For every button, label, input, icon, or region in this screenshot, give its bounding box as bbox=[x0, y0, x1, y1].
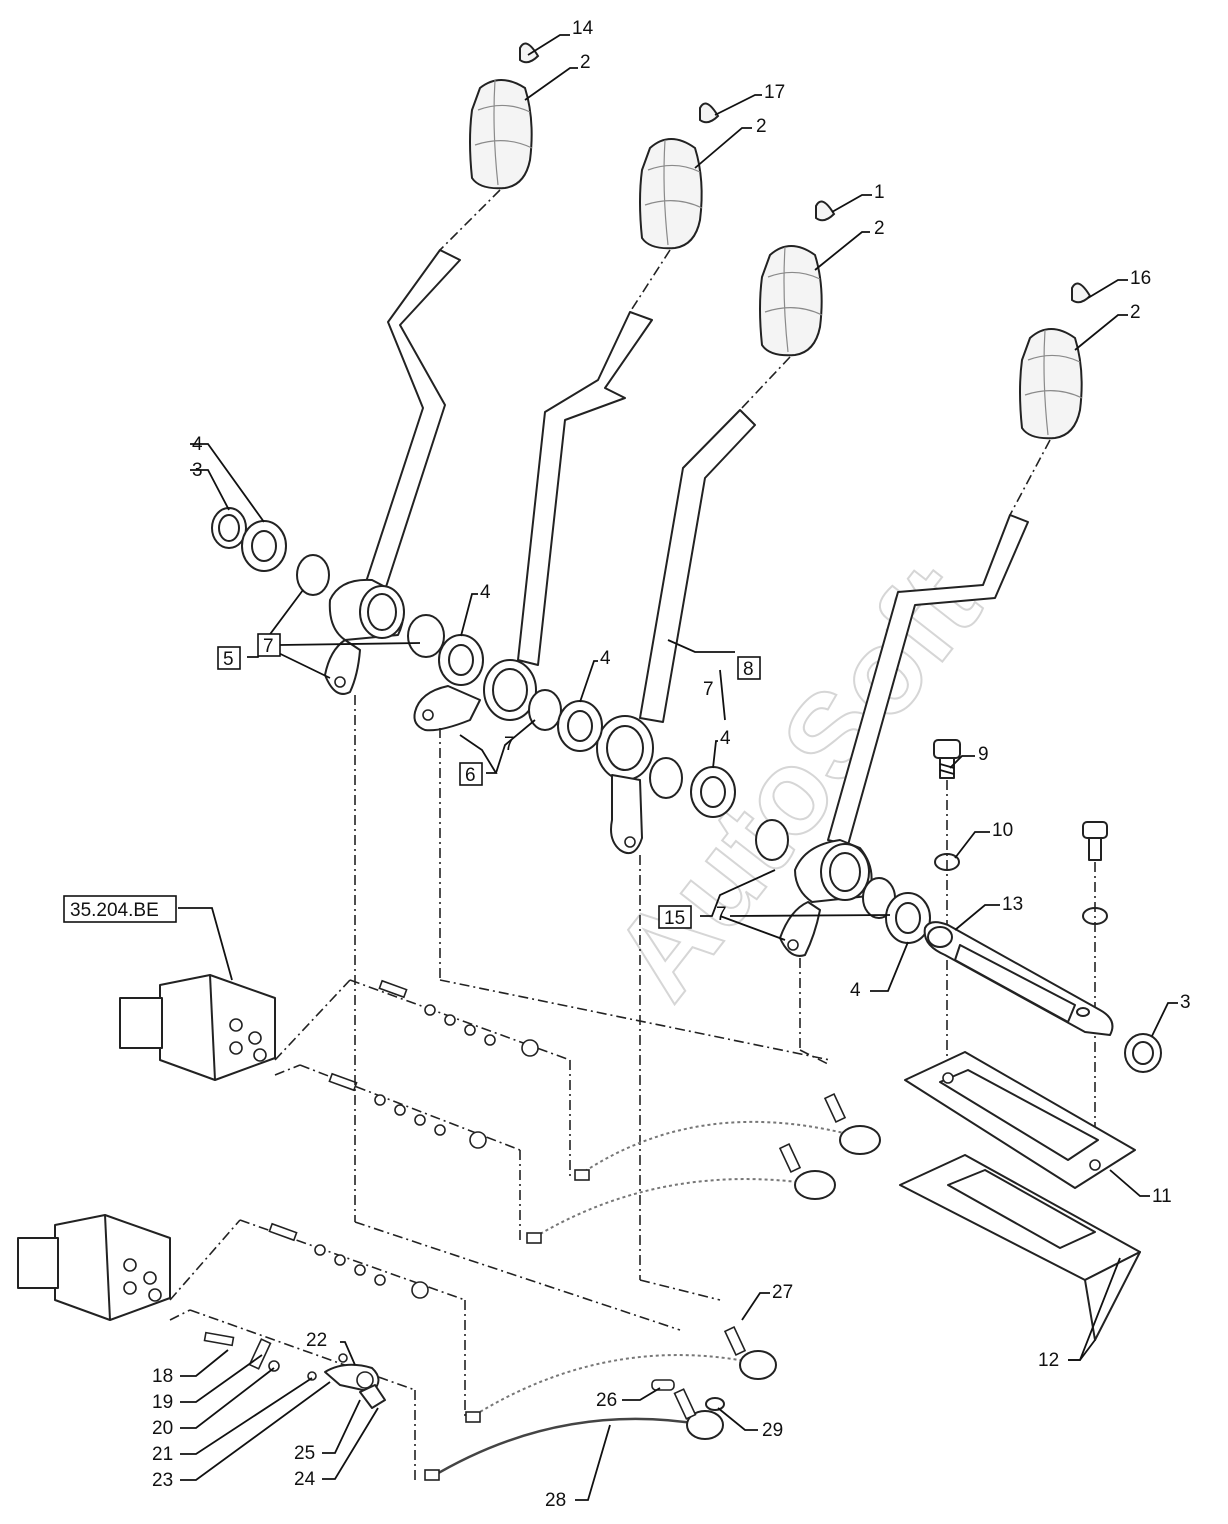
label-22: 22 bbox=[306, 1330, 327, 1351]
label-2-knob3: 2 bbox=[874, 218, 885, 239]
label-25: 25 bbox=[294, 1443, 315, 1464]
label-3-left: 3 bbox=[192, 460, 203, 481]
cover-plate-11 bbox=[904, 1051, 1136, 1189]
label-11: 11 bbox=[1152, 1186, 1172, 1207]
label-12: 12 bbox=[1038, 1350, 1059, 1371]
label-4-c: 4 bbox=[600, 648, 611, 669]
label-8-box: 8 bbox=[737, 656, 761, 680]
knob-3 bbox=[759, 200, 836, 357]
lever-4 bbox=[779, 514, 1029, 957]
label-4-d: 4 bbox=[720, 728, 731, 749]
gasket-12 bbox=[899, 1154, 1141, 1341]
label-23: 23 bbox=[152, 1470, 173, 1491]
cable-28 bbox=[429, 1417, 706, 1480]
label-4-b: 4 bbox=[480, 582, 491, 603]
knob-2 bbox=[639, 102, 720, 250]
label-14: 14 bbox=[572, 18, 594, 39]
lever-3 bbox=[596, 409, 756, 854]
label-7-b: 7 bbox=[504, 734, 515, 755]
bolt-9 bbox=[933, 739, 961, 779]
label-2-knob2: 2 bbox=[756, 116, 767, 137]
label-29: 29 bbox=[762, 1420, 783, 1441]
valve-block-upper bbox=[119, 974, 276, 1081]
label-16: 16 bbox=[1130, 268, 1151, 289]
cable-ends bbox=[424, 1093, 881, 1481]
label-15-box: 15 bbox=[658, 905, 692, 929]
label-6-box: 6 bbox=[459, 762, 483, 786]
valve-block-lower bbox=[17, 1214, 171, 1321]
label-3-right: 3 bbox=[1180, 992, 1191, 1013]
label-7-d: 7 bbox=[716, 904, 727, 925]
linkage-group-4 bbox=[169, 1309, 416, 1480]
label-17: 17 bbox=[764, 82, 785, 103]
label-7-a-box: 7 bbox=[257, 633, 281, 657]
svg-text:15: 15 bbox=[664, 908, 685, 929]
label-18: 18 bbox=[152, 1366, 173, 1387]
label-2-knob4: 2 bbox=[1130, 302, 1141, 323]
rings bbox=[211, 507, 931, 944]
leader-lines bbox=[178, 34, 1178, 1501]
label-27: 27 bbox=[772, 1282, 793, 1303]
bolt-right bbox=[1082, 821, 1108, 861]
callout-labels: 14 2 17 2 1 2 16 2 4 3 4 4 4 4 5 7 6 7 8… bbox=[152, 18, 1191, 1511]
linkage-group-2 bbox=[274, 1064, 521, 1240]
label-26: 26 bbox=[596, 1390, 617, 1411]
svg-text:5: 5 bbox=[223, 649, 234, 670]
svg-text:7: 7 bbox=[263, 636, 274, 657]
linkage-group-3 bbox=[169, 1219, 466, 1420]
label-9: 9 bbox=[978, 744, 989, 765]
label-20: 20 bbox=[152, 1418, 173, 1439]
label-2-knob1: 2 bbox=[580, 52, 591, 73]
lever-1 bbox=[324, 249, 461, 695]
knob-1 bbox=[469, 42, 540, 190]
label-5-box: 5 bbox=[217, 646, 241, 670]
linkage-group-1 bbox=[274, 979, 571, 1180]
label-21: 21 bbox=[152, 1444, 173, 1465]
svg-text:8: 8 bbox=[743, 659, 754, 680]
label-28: 28 bbox=[545, 1490, 566, 1511]
reference-box: 35.204.BE bbox=[63, 895, 177, 923]
label-4-e: 4 bbox=[850, 980, 861, 1001]
cable-upper-1 bbox=[574, 1120, 871, 1179]
label-19: 19 bbox=[152, 1392, 173, 1413]
label-24: 24 bbox=[294, 1469, 316, 1490]
label-1: 1 bbox=[874, 182, 885, 203]
lever-2 bbox=[413, 311, 653, 732]
shaft-13 bbox=[923, 921, 1114, 1036]
label-7-c: 7 bbox=[703, 679, 714, 700]
label-10: 10 bbox=[992, 820, 1013, 841]
knob-4 bbox=[1019, 282, 1092, 440]
cable-upper-2 bbox=[529, 1178, 821, 1241]
label-4-left: 4 bbox=[192, 434, 203, 455]
label-13: 13 bbox=[1002, 894, 1023, 915]
svg-text:6: 6 bbox=[465, 765, 476, 786]
reference-box-label: 35.204.BE bbox=[70, 900, 159, 921]
